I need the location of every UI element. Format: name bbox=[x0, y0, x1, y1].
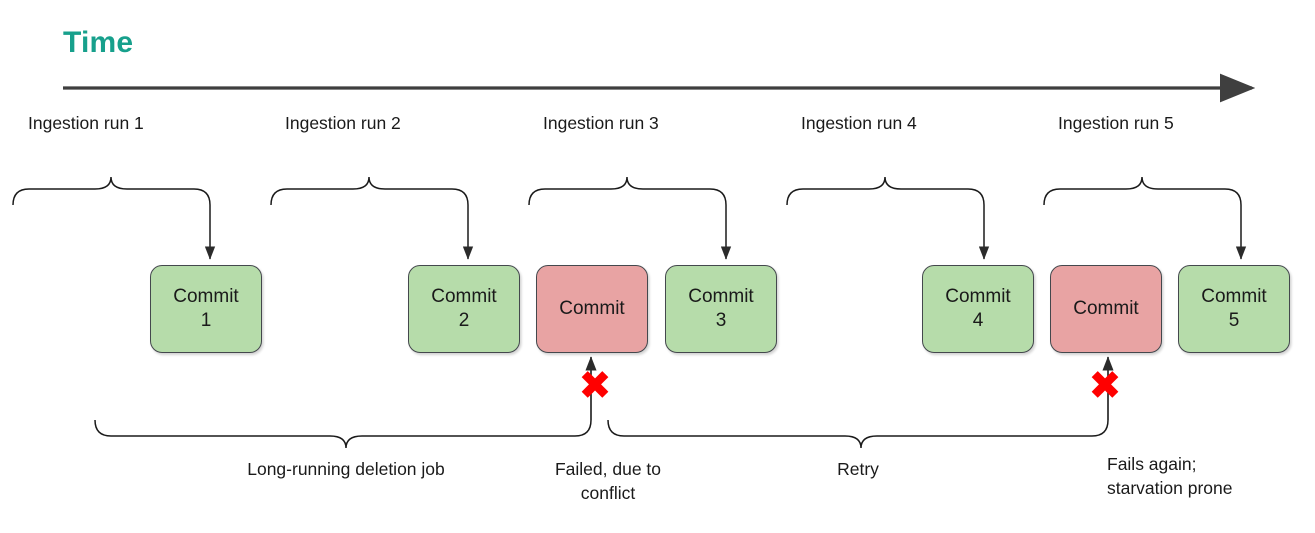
commit-box-1-title: Commit bbox=[173, 285, 239, 307]
brace-retry bbox=[607, 419, 1109, 449]
commit-box-3-number: 3 bbox=[715, 310, 727, 331]
commit-box-4-number: 4 bbox=[972, 310, 984, 331]
brace-run-2 bbox=[270, 176, 469, 206]
label-fails-again-starvation-prone: Fails again;starvation prone bbox=[1107, 454, 1233, 499]
commit-box-failed-2-title: Commit bbox=[1073, 297, 1139, 319]
ingestion-run-label-1: Ingestion run 1 bbox=[28, 113, 144, 133]
commit-box-1-number: 1 bbox=[200, 310, 212, 331]
commit-box-4[interactable]: Commit 4 bbox=[922, 265, 1034, 353]
brace-deletion-job bbox=[94, 419, 592, 449]
commit-box-4-title: Commit bbox=[945, 285, 1011, 307]
commit-box-5-title: Commit bbox=[1201, 285, 1267, 307]
commit-box-2[interactable]: Commit 2 bbox=[408, 265, 520, 353]
job-span-braces bbox=[94, 356, 1114, 449]
commit-box-3-title: Commit bbox=[688, 285, 754, 307]
ingestion-run-label-4: Ingestion run 4 bbox=[801, 113, 917, 133]
x-mark-conflict-2-icon: ✖ bbox=[1088, 363, 1122, 409]
ingestion-run-braces bbox=[12, 176, 1247, 260]
commit-box-failed-2[interactable]: Commit bbox=[1050, 265, 1162, 353]
commit-box-5[interactable]: Commit 5 bbox=[1178, 265, 1290, 353]
commit-box-failed-1-title: Commit bbox=[559, 297, 625, 319]
ingestion-run-label-5: Ingestion run 5 bbox=[1058, 113, 1174, 133]
commit-box-2-number: 2 bbox=[458, 310, 470, 331]
label-long-running-deletion-job: Long-running deletion job bbox=[247, 459, 445, 479]
brace-run-1 bbox=[12, 176, 211, 206]
brace-run-4 bbox=[786, 176, 985, 206]
commit-box-5-number: 5 bbox=[1228, 310, 1240, 331]
commit-box-1[interactable]: Commit 1 bbox=[150, 265, 262, 353]
ingestion-run-label-2: Ingestion run 2 bbox=[285, 113, 401, 133]
brace-run-5 bbox=[1043, 176, 1242, 206]
commit-box-3[interactable]: Commit 3 bbox=[665, 265, 777, 353]
x-mark-conflict-1-icon: ✖ bbox=[578, 363, 612, 409]
commit-box-2-title: Commit bbox=[431, 285, 497, 307]
time-axis-label: Time bbox=[63, 26, 134, 59]
brace-run-3 bbox=[528, 176, 727, 206]
label-retry: Retry bbox=[837, 459, 879, 479]
commit-box-failed-1[interactable]: Commit bbox=[536, 265, 648, 353]
ingestion-run-label-3: Ingestion run 3 bbox=[543, 113, 659, 133]
